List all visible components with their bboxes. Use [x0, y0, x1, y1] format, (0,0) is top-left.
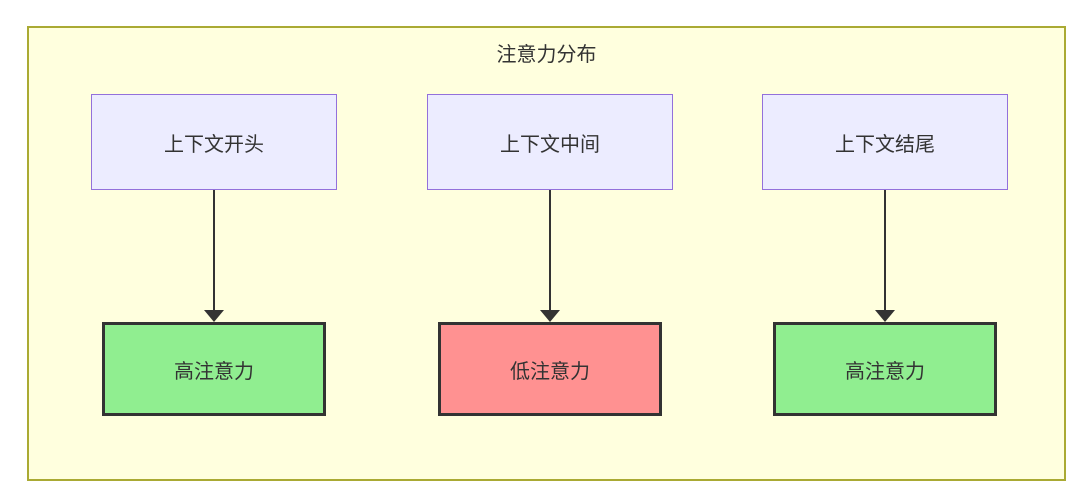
node-context-middle: 上下文中间 [427, 94, 673, 190]
arrow-line [549, 190, 551, 310]
arrowhead-icon [540, 310, 560, 322]
node-low-attention: 低注意力 [438, 322, 662, 416]
arrow-down-icon [204, 190, 224, 322]
flow-column-context-middle: 上下文中间 低注意力 [427, 94, 673, 416]
arrow-line [884, 190, 886, 310]
node-context-start: 上下文开头 [91, 94, 337, 190]
node-context-end: 上下文结尾 [762, 94, 1008, 190]
flow-column-context-start: 上下文开头 高注意力 [91, 94, 337, 416]
arrow-down-icon [875, 190, 895, 322]
node-high-attention-1: 高注意力 [102, 322, 326, 416]
arrow-line [213, 190, 215, 310]
arrowhead-icon [204, 310, 224, 322]
arrow-down-icon [540, 190, 560, 322]
attention-distribution-container: 注意力分布 上下文开头 高注意力 上下文中间 低注意力 上下文结尾 高注意力 [27, 26, 1066, 481]
diagram-title: 注意力分布 [496, 44, 597, 66]
node-high-attention-2: 高注意力 [773, 322, 997, 416]
arrowhead-icon [875, 310, 895, 322]
flow-column-context-end: 上下文结尾 高注意力 [762, 94, 1008, 416]
